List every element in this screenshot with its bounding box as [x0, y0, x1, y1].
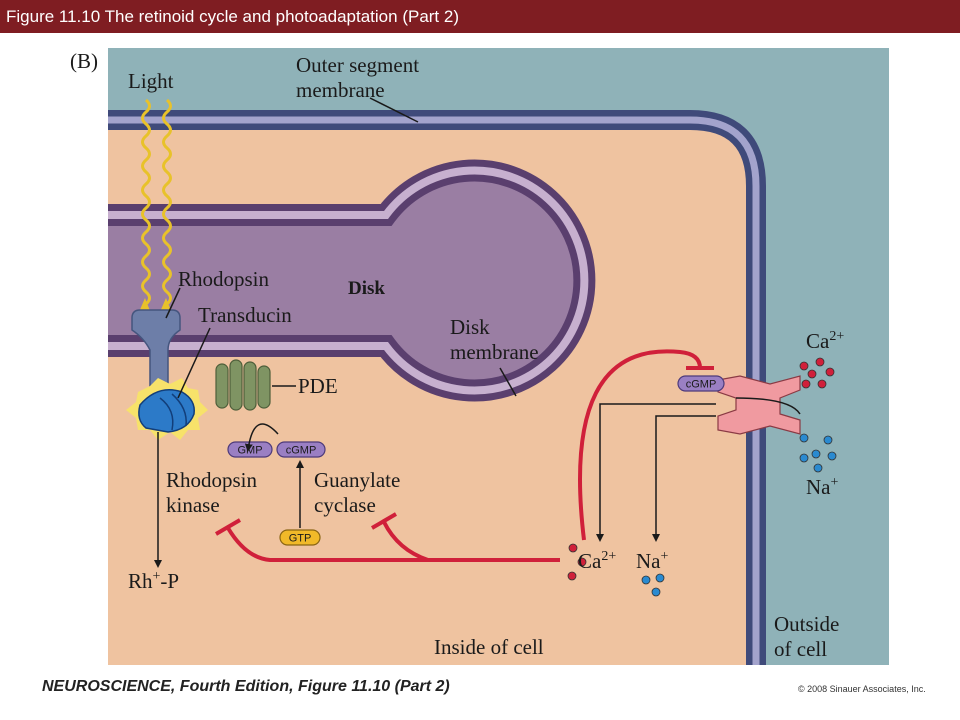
ion-particles: [567, 357, 837, 597]
na-ion: [799, 453, 809, 463]
cgmp-pill: cGMP: [276, 441, 326, 458]
ca-ion: [568, 543, 578, 553]
cgmp-label: cGMP: [286, 445, 317, 457]
calcium-outside-label: Ca2+: [806, 329, 844, 353]
ca-ion: [825, 367, 835, 377]
transducin-protein: [138, 389, 195, 433]
guanylate-cyclase-label-line1: Guanylate: [314, 468, 400, 492]
phosphorylated-rhodopsin-label: Rh+-P: [128, 569, 179, 593]
calcium-inside-label: Ca2+: [578, 549, 616, 573]
rhodopsin-kinase-label-line1: Rhodopsin: [166, 468, 258, 492]
gmp-pill: GMP: [227, 441, 273, 458]
guanylate-cyclase-label-line2: cyclase: [314, 493, 376, 517]
na-ion: [651, 587, 661, 597]
ca-ion: [815, 357, 825, 367]
rhodopsin-kinase-label-line2: kinase: [166, 493, 220, 517]
sodium-inside-label: Na+: [636, 549, 669, 573]
na-ion: [813, 463, 823, 473]
disk-membrane-label-line2: membrane: [450, 340, 539, 364]
rhodopsin-label: Rhodopsin: [178, 267, 270, 291]
ca-ion: [801, 379, 811, 389]
sodium-outside-label: Na+: [806, 475, 839, 499]
na-ion: [655, 573, 665, 583]
gtp-pill: GTP: [279, 529, 321, 546]
pde-label: PDE: [298, 374, 338, 398]
disk: [108, 159, 596, 402]
disk-label: Disk: [348, 278, 385, 299]
channel-cgmp-label: cGMP: [686, 379, 717, 391]
ca-ion: [807, 369, 817, 379]
panel-label: (B): [70, 49, 98, 73]
rhodopsin-protein: [131, 309, 181, 393]
figure-title: Figure 11.10 The retinoid cycle and phot…: [6, 7, 459, 26]
na-ion: [827, 451, 837, 461]
gtp-label: GTP: [289, 533, 312, 545]
outer-segment-membrane: [108, 110, 766, 665]
outside-of-cell-label-line1: Outside: [774, 612, 839, 636]
ca-ion: [577, 557, 587, 567]
outside-of-cell-label-line2: of cell: [774, 637, 827, 661]
disk-membrane-label-line1: Disk: [450, 315, 490, 339]
leader-lines: [165, 97, 517, 399]
inside-of-cell-label: Inside of cell: [434, 635, 544, 659]
title-bar: Figure 11.10 The retinoid cycle and phot…: [0, 0, 960, 33]
na-ion: [641, 575, 651, 585]
na-ion: [823, 435, 833, 445]
ca-ion: [567, 571, 577, 581]
transducin-label: Transducin: [198, 303, 292, 327]
channel-cgmp-pill: cGMP: [677, 375, 725, 392]
book-credit: NEUROSCIENCE, Fourth Edition, Figure 11.…: [42, 678, 450, 695]
calcium-feedback-inhibition: [214, 349, 714, 562]
gmp-label: GMP: [237, 445, 262, 457]
light-label: Light: [128, 69, 174, 93]
ca-ion: [817, 379, 827, 389]
na-ion: [811, 449, 821, 459]
ca-ion: [799, 361, 809, 371]
outer-segment-membrane-label-line1: Outer segment: [296, 53, 419, 77]
na-ion: [799, 433, 809, 443]
copyright-notice: © 2008 Sinauer Associates, Inc.: [798, 684, 926, 694]
pathway-arrows: [154, 397, 801, 568]
outer-segment-membrane-label-line2: membrane: [296, 78, 385, 102]
cgmp-gated-channel: [717, 375, 801, 435]
pde-protein: [215, 359, 271, 411]
